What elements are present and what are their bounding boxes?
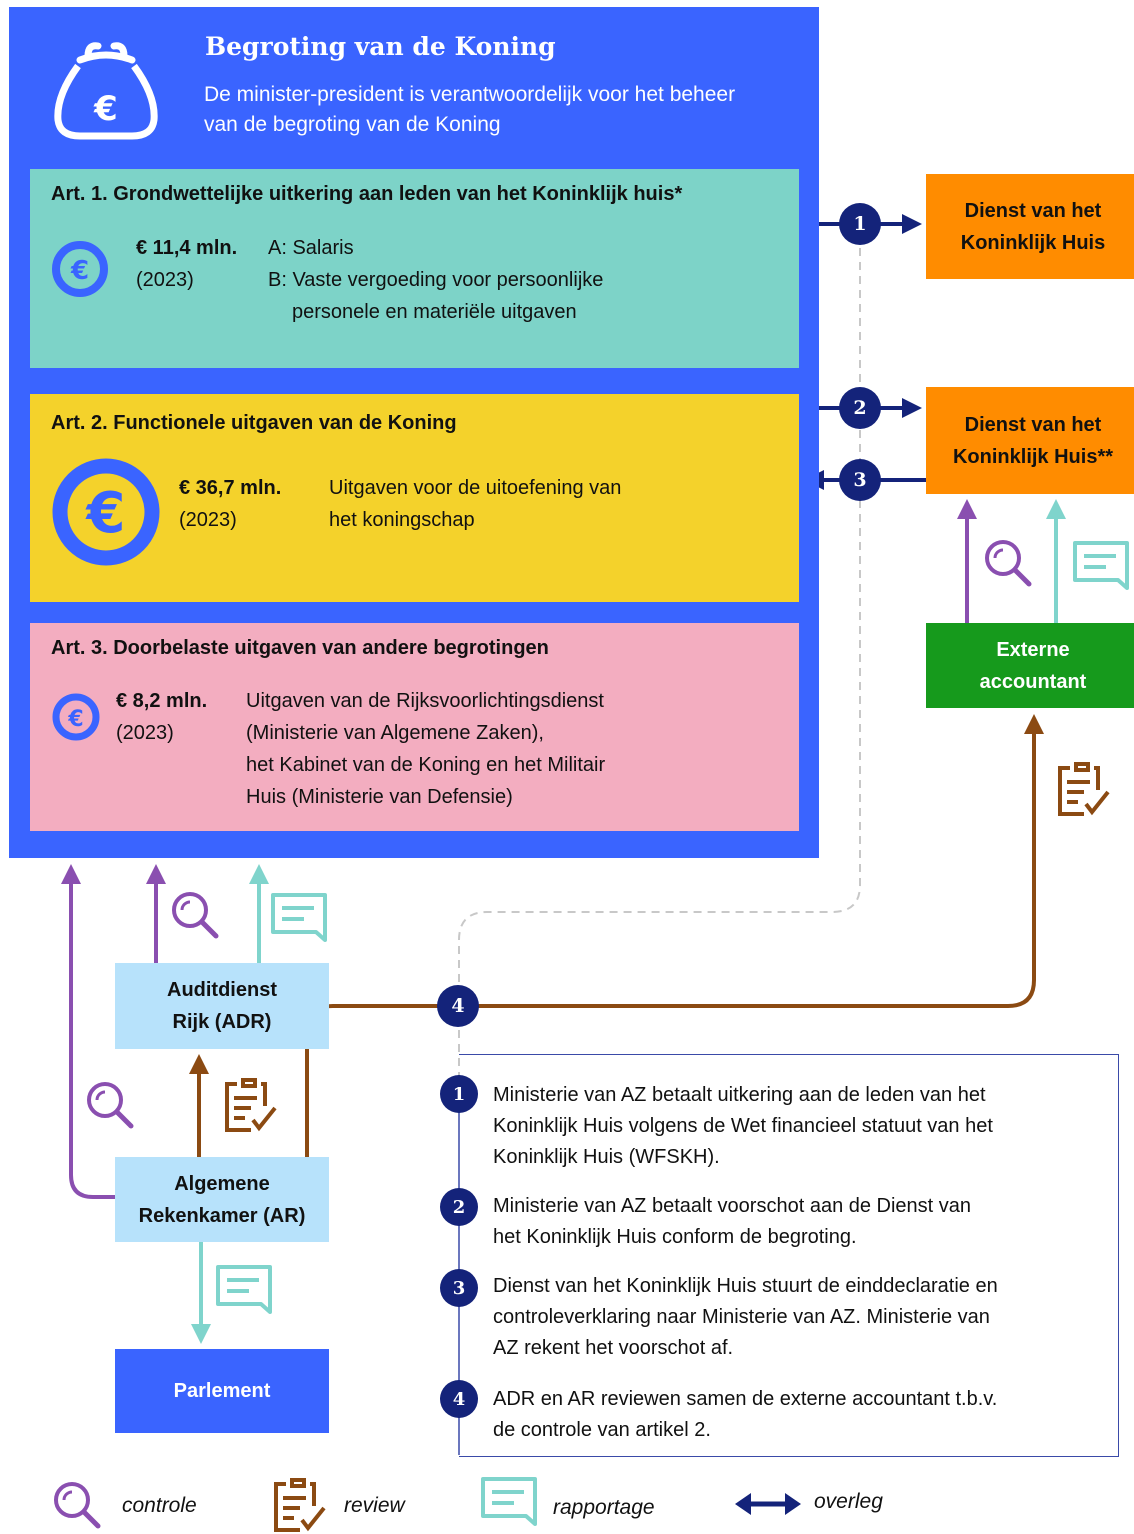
svg-text:€: € (93, 89, 118, 129)
entity-label: Koninklijk Huis (960, 231, 1106, 254)
article-2-line: het koningschap (329, 509, 475, 531)
legend-rapportage-label: rapportage (553, 1496, 655, 1519)
article-3-amount: € 8,2 mln. (116, 690, 208, 712)
article-3-line: het Kabinet van de Koning en het Militai… (246, 754, 606, 776)
article-2-card: Art. 2. Functionele uitgaven van de Koni… (30, 394, 799, 602)
entity-label: Dienst van het (964, 413, 1102, 436)
euro-coin-large-icon: € (52, 458, 160, 566)
euro-coin-icon: € (52, 241, 108, 297)
dashed-guide-line (458, 248, 861, 1075)
entity-label: Rijk (ADR) (172, 1011, 272, 1033)
entity-label: Externe (996, 638, 1070, 661)
article-1-amount: € 11,4 mln. (136, 237, 238, 259)
note-line: de controle van artikel 2. (493, 1419, 711, 1441)
externe-accountant-box: Externe accountant (926, 623, 1134, 708)
article-1-title: Art. 1. Grondwettelijke uitkering aan le… (51, 183, 683, 205)
note-line: Ministerie van AZ betaalt voorschot aan … (493, 1195, 972, 1217)
note-line: ADR en AR reviewen samen de externe acco… (493, 1388, 998, 1410)
article-3-title: Art. 3. Doorbelaste uitgaven van andere … (51, 637, 549, 659)
article-3-card: Art. 3. Doorbelaste uitgaven van andere … (30, 623, 799, 831)
legend-rapportage-icon (481, 1477, 537, 1526)
article-2-line: Uitgaven voor de uitoefening van (329, 477, 622, 499)
note-line: Koninklijk Huis (WFSKH). (493, 1146, 720, 1168)
article-3-line: Uitgaven van de Rijksvoorlichtingsdienst (246, 690, 604, 712)
note-badge-4: 4 (440, 1380, 478, 1418)
legend-review-icon (274, 1478, 326, 1532)
entity-label: Rekenkamer (AR) (138, 1204, 306, 1227)
entity-label: Parlement (173, 1380, 271, 1402)
article-2-amount: € 36,7 mln. (179, 477, 282, 499)
article-2-year: (2023) (179, 509, 237, 531)
article-3-line: (Ministerie van Algemene Zaken), (246, 722, 544, 744)
article-1-line: personele en materiële uitgaven (292, 301, 577, 323)
article-3-line: Huis (Ministerie van Defensie) (246, 786, 513, 808)
report-icon (1073, 541, 1129, 590)
page-subtitle: De minister-president is verantwoordelij… (204, 83, 736, 136)
note-badge-1: 1 (440, 1075, 478, 1113)
note-3: Dienst van het Koninklijk Huis stuurt de… (493, 1271, 1103, 1364)
euro-coin-small-icon: € (52, 693, 100, 741)
svg-text:€: € (70, 256, 89, 286)
magnifier-icon (985, 540, 1032, 587)
svg-text:€: € (67, 707, 83, 732)
legend-review-label: review (344, 1494, 405, 1517)
legend-overleg-icon (735, 1493, 801, 1515)
step-badge-3: 3 (839, 459, 881, 501)
note-line: Koninklijk Huis volgens de Wet financiee… (493, 1115, 993, 1137)
article-1-year: (2023) (136, 269, 194, 291)
note-line: AZ rekent het voorschot af. (493, 1337, 734, 1359)
clipboard-check-icon (1058, 762, 1110, 816)
report-icon (271, 893, 327, 942)
article-1-line: B: Vaste vergoeding voor persoonlijke (268, 269, 604, 291)
legend-controle-icon (54, 1482, 101, 1529)
entity-label: Dienst van het (964, 199, 1102, 222)
note-line: Ministerie van AZ betaalt uitkering aan … (493, 1084, 986, 1106)
magnifier-icon (172, 892, 219, 939)
note-line: controleverklaring naar Ministerie van A… (493, 1306, 990, 1328)
step-badge-1: 1 (839, 203, 881, 245)
article-2-title: Art. 2. Functionele uitgaven van de Koni… (51, 412, 457, 434)
arrow-ar-controle (61, 864, 115, 1199)
report-icon (216, 1265, 272, 1314)
entity-label: Auditdienst (167, 979, 277, 1001)
note-badge-2: 2 (440, 1188, 478, 1226)
step-badge-2: 2 (839, 387, 881, 429)
entity-label: Koninklijk Huis** (952, 445, 1114, 468)
note-2: Ministerie van AZ betaalt voorschot aan … (493, 1191, 1103, 1253)
article-3-year: (2023) (116, 722, 174, 744)
clipboard-check-icon (225, 1078, 277, 1132)
step-badge-4: 4 (437, 985, 479, 1027)
legend-controle-label: controle (122, 1494, 197, 1517)
wallet-euro-icon: € (54, 42, 158, 140)
legend-overleg-label: overleg (814, 1490, 883, 1513)
svg-text:€: € (85, 481, 126, 546)
parlement-box: Parlement (115, 1349, 329, 1433)
entity-label: accountant (979, 670, 1087, 693)
article-1-card: Art. 1. Grondwettelijke uitkering aan le… (30, 169, 799, 368)
note-line: het Koninklijk Huis conform de begroting… (493, 1226, 857, 1248)
article-1-line: A: Salaris (268, 237, 354, 259)
magnifier-icon (87, 1082, 134, 1129)
entity-label: Algemene (174, 1172, 270, 1195)
note-line: Dienst van het Koninklijk Huis stuurt de… (493, 1275, 998, 1297)
page-title: Begroting van de Koning (205, 32, 556, 61)
note-4: ADR en AR reviewen samen de externe acco… (493, 1384, 1103, 1446)
note-badge-3: 3 (440, 1269, 478, 1307)
note-1: Ministerie van AZ betaalt uitkering aan … (493, 1080, 1103, 1173)
notes-panel (459, 1054, 1119, 1457)
